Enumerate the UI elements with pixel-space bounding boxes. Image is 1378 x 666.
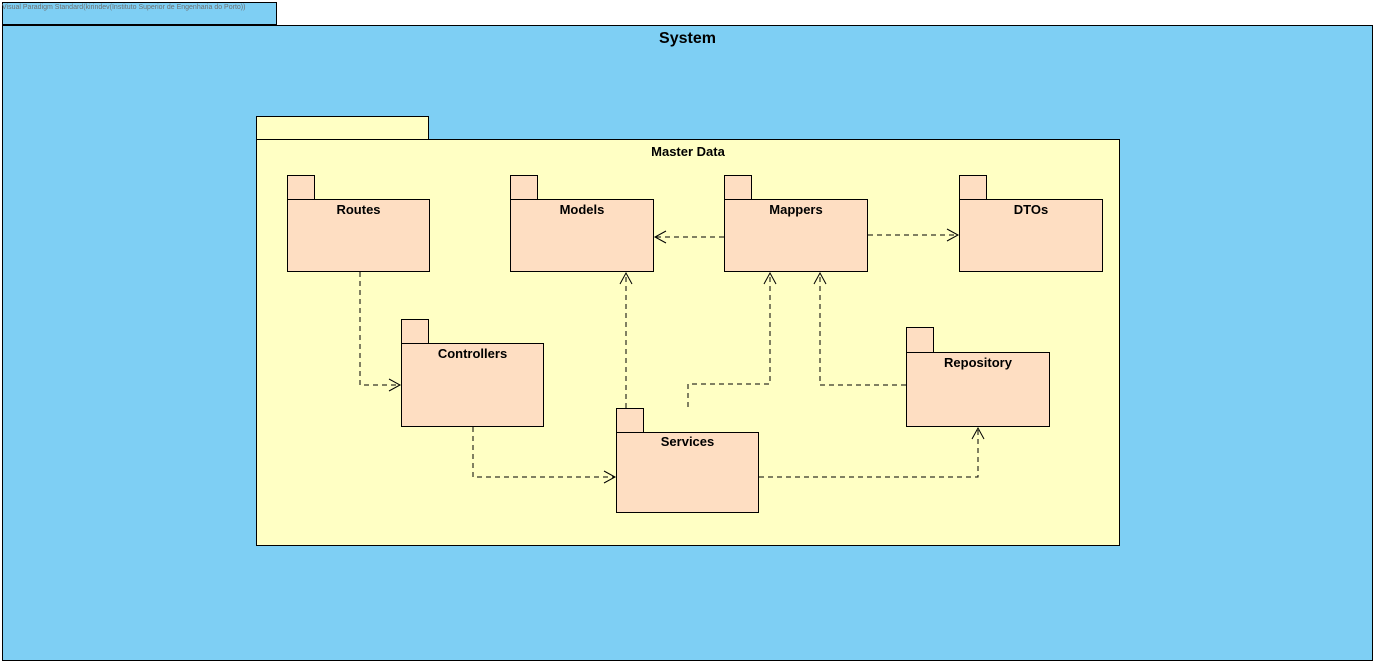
repository-package[interactable] [906, 352, 1050, 427]
mappers-package[interactable] [724, 199, 868, 272]
routes-package-tab[interactable] [287, 175, 315, 200]
mappers-package-label: Mappers [769, 202, 823, 217]
arrowhead-dtos-right [946, 228, 960, 242]
services-to-repository-dependency[interactable] [759, 429, 979, 478]
repository-to-mappers-dependency[interactable] [819, 274, 906, 386]
repository-package-label: Repository [944, 355, 1012, 370]
dtos-package-label: DTOs [1013, 202, 1049, 217]
arrowhead-mappers-up-left [763, 271, 777, 285]
arrowhead-models-left [653, 230, 667, 244]
master-data-package-title: Master Data [651, 144, 725, 159]
services-package-label: Services [660, 434, 715, 449]
models-package[interactable] [510, 199, 654, 272]
controllers-to-services-dependency[interactable] [472, 427, 614, 478]
models-package-tab[interactable] [510, 175, 538, 200]
dtos-package[interactable] [959, 199, 1103, 272]
system-package-tab[interactable] [2, 2, 277, 25]
services-package[interactable] [616, 432, 759, 513]
services-to-mappers-dependency[interactable] [687, 274, 771, 407]
arrowhead-controllers-right [388, 378, 402, 392]
routes-package-label: Routes [336, 202, 381, 217]
controllers-package[interactable] [401, 343, 544, 427]
repository-package-tab[interactable] [906, 327, 934, 353]
routes-package[interactable] [287, 199, 430, 272]
arrowhead-models-up [619, 271, 633, 285]
dtos-package-tab[interactable] [959, 175, 987, 200]
arrowhead-services-right [603, 470, 617, 484]
system-package-title: System [659, 30, 716, 47]
watermark-text: Visual Paradigm Standard(kirindev(Instit… [2, 4, 246, 11]
mappers-package-tab[interactable] [724, 175, 752, 200]
arrowhead-repository-up [971, 426, 985, 440]
controllers-package-label: Controllers [437, 346, 508, 361]
routes-to-controllers-dependency[interactable] [359, 272, 399, 386]
models-package-label: Models [559, 202, 605, 217]
arrowhead-mappers-up-right [813, 271, 827, 285]
services-package-tab[interactable] [616, 408, 644, 433]
